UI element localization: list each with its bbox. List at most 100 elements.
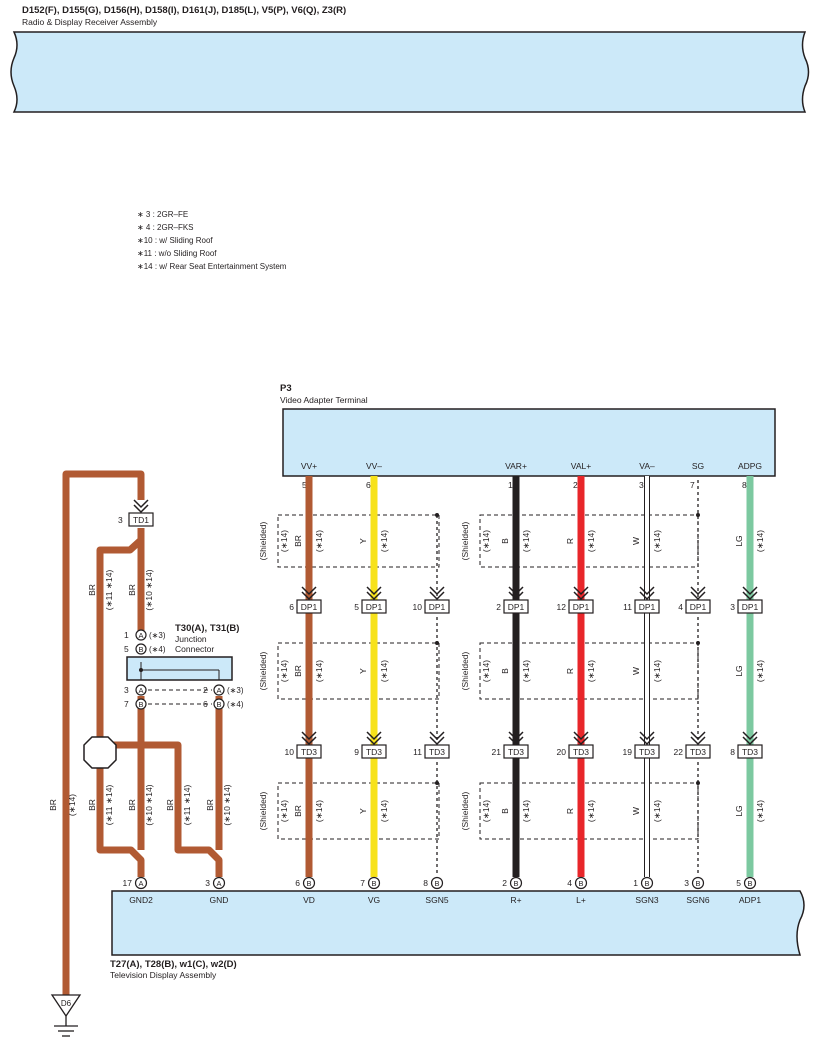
td3-label: TD3: [690, 747, 706, 757]
wire-color-label: W: [631, 807, 641, 815]
wire-note-label: (∗14): [279, 800, 289, 822]
wire-note-label: (∗14): [586, 660, 596, 682]
bottom-pin-num: 6: [295, 878, 300, 888]
dp1-label: DP1: [508, 602, 525, 612]
bottom-pin-letter: B: [513, 879, 518, 888]
wire-color-label: BR: [48, 799, 58, 811]
junction-internal: [140, 662, 220, 705]
dp1-num: 2: [496, 602, 501, 612]
td3-connector: TD3 9: [354, 731, 387, 759]
shielded-label: (Shielded): [460, 521, 470, 560]
bottom-pin-label: L+: [576, 895, 586, 905]
note-10: ∗10 : w/ Sliding Roof: [137, 236, 213, 245]
bottom-pin-letter: B: [306, 879, 311, 888]
dp1-num: 5: [354, 602, 359, 612]
wire-note-label: (∗11 ∗14): [104, 570, 114, 611]
dp1-label: DP1: [301, 602, 318, 612]
junction-pin-letter: A: [138, 631, 143, 640]
note-4: ∗ 4 : 2GR–FKS: [137, 223, 194, 232]
junction-box: [126, 656, 233, 681]
bottom-pin-label: VG: [368, 895, 380, 905]
dp1-num: 6: [289, 602, 294, 612]
bottom-pin-num: 8: [423, 878, 428, 888]
wire-note-label: (∗11 ∗14): [104, 785, 114, 826]
wire-color-label: R: [565, 668, 575, 674]
wire-color-label: BR: [293, 665, 303, 677]
junction-pin-letter: B: [216, 700, 221, 709]
bottom-pin-label: GND: [210, 895, 229, 905]
td3-label: TD3: [508, 747, 524, 757]
dp1-label: DP1: [742, 602, 759, 612]
junction-pin-num: 6: [203, 699, 208, 709]
p3-pin-vaminus: VA–: [639, 461, 655, 471]
td3-num: 21: [492, 747, 502, 757]
p3-pin-num: 5: [302, 480, 307, 490]
wire-br-gnd: [100, 741, 223, 877]
p3-pin-num: 6: [366, 480, 371, 490]
dp1-connector: DP1 3: [730, 586, 763, 614]
wire-color-label: BR: [293, 805, 303, 817]
wire-note-label: (∗14): [652, 530, 662, 552]
p3-pin-vvminus: VV–: [366, 461, 382, 471]
wire-note-label: (∗14): [521, 530, 531, 552]
p3-pin-valplus: VAL+: [571, 461, 591, 471]
top-component-panel: [10, 31, 810, 113]
td3-label: TD3: [366, 747, 382, 757]
td3-num: 9: [354, 747, 359, 757]
wire-note-label: (∗10 ∗14): [144, 784, 154, 825]
junction-pin-note: (∗3): [227, 686, 244, 695]
wire-note-label: (∗14): [521, 660, 531, 682]
wire-br-ground: [62, 470, 145, 995]
wire-color-label: BR: [293, 535, 303, 547]
wire-note-label: (∗10 ∗14): [144, 569, 154, 610]
bottom-pin-label: SGN5: [425, 895, 448, 905]
dp1-num: 10: [413, 602, 423, 612]
bottom-pins: A17GND2A3GNDB6VDB7VGB8SGN5B2R+B4L+B1SGN3…: [123, 876, 761, 905]
td3-label: TD3: [301, 747, 317, 757]
wire-note-label: (∗14): [314, 530, 324, 552]
dp1-num: 3: [730, 602, 735, 612]
p3-pin-num: 7: [690, 480, 695, 490]
wire-note-label: (∗14): [314, 800, 324, 822]
wire-note-label: (∗14): [279, 530, 289, 552]
junction-pin-letter: B: [138, 700, 143, 709]
junction-pin-note: (∗4): [227, 700, 244, 709]
bottom-pin-letter: B: [695, 879, 700, 888]
shielded-label: (Shielded): [258, 791, 268, 830]
td3-label: TD3: [639, 747, 655, 757]
p3-panel: [282, 408, 776, 477]
dp1-label: DP1: [690, 602, 707, 612]
note-14: ∗14 : w/ Rear Seat Entertainment System: [137, 262, 287, 271]
wire-color-label: BR: [165, 799, 175, 811]
junction-pin-letter: B: [138, 645, 143, 654]
wire-color-label: B: [500, 668, 510, 674]
bottom-pin-label: SGN3: [635, 895, 658, 905]
splice-point: [83, 736, 117, 769]
bottom-pin-letter: A: [216, 879, 221, 888]
shield-box: [277, 642, 440, 700]
p3-pin-labels: VV+ VV– VAR+ VAL+ VA– SG ADPG: [301, 461, 762, 471]
junction-pins: 1 A (∗3) 5 B (∗4) 3 A 7 B 2 A (∗3) 6 B (…: [124, 629, 244, 710]
junction-name-2: Connector: [175, 644, 215, 654]
bottom-pin-num: 2: [502, 878, 507, 888]
dp1-num: 11: [623, 602, 632, 612]
dp1-label: DP1: [429, 602, 446, 612]
dp1-num: 12: [557, 602, 567, 612]
shield-box: [277, 514, 440, 568]
wire-note-label: (∗14): [586, 530, 596, 552]
bottom-pin-num: 4: [567, 878, 572, 888]
wire-color-label: BR: [205, 799, 215, 811]
